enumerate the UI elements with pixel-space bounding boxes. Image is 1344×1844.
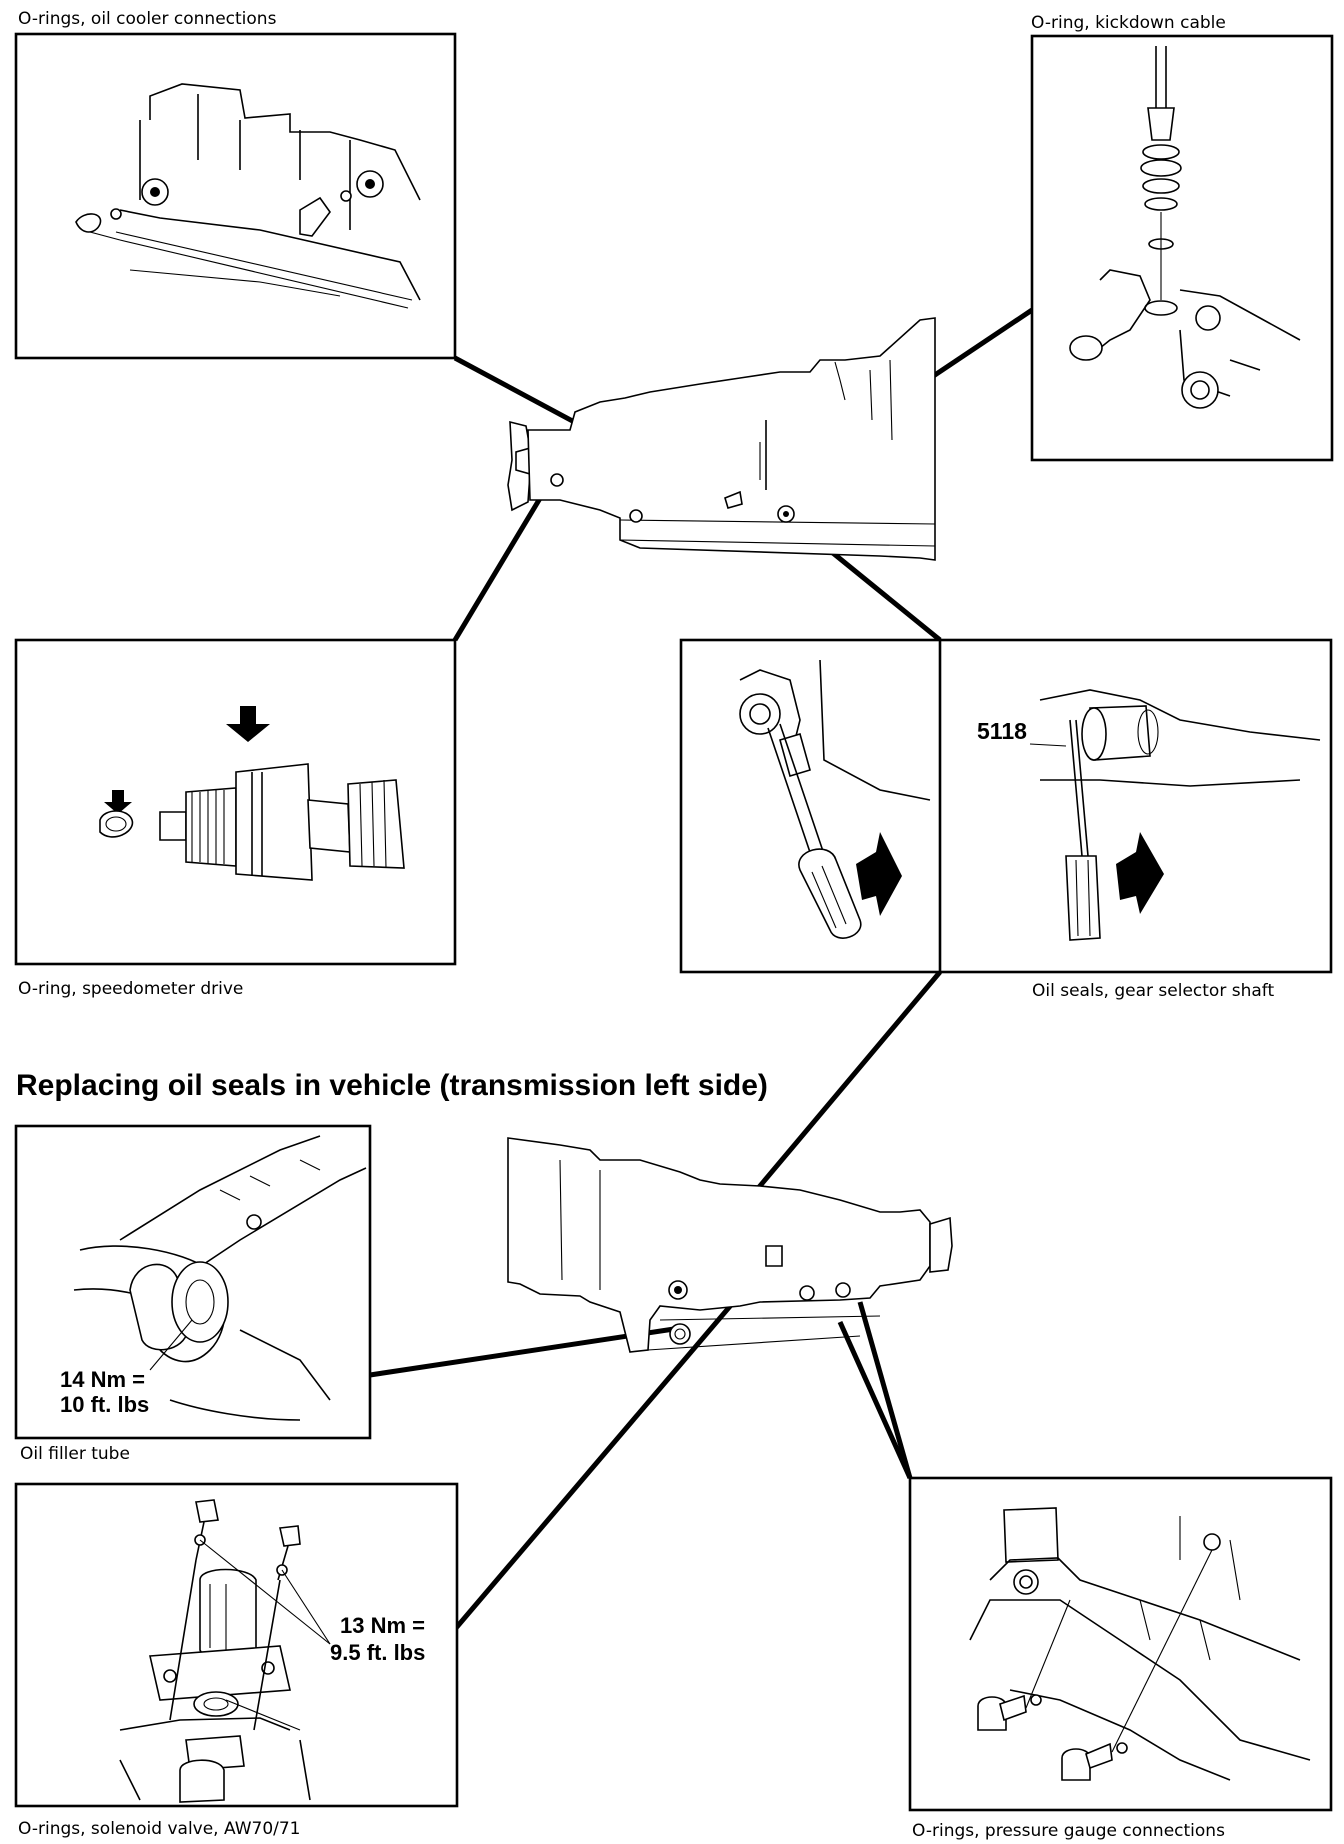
gear-selector-panel [679,638,1333,974]
kickdown-panel [1030,34,1334,462]
kickdown-box [1030,34,1334,462]
solenoid-torque-nm: 13 Nm = [340,1613,425,1638]
pressure-gauge-box [908,1476,1333,1812]
filler-torque-nm: 14 Nm = [60,1367,145,1392]
oil-cooler-panel [14,32,457,360]
caption-kickdown: O-ring, kickdown cable [1031,13,1226,33]
page-heading: Replacing oil seals in vehicle (transmis… [16,1069,768,1102]
caption-solenoid: O-rings, solenoid valve, AW70/71 [18,1819,301,1839]
pressure-gauge-panel [908,1476,1333,1812]
filler-torque-ftlbs: 10 ft. lbs [60,1392,149,1417]
oil-cooler-box [14,32,457,360]
caption-speedometer: O-ring, speedometer drive [18,979,243,999]
transmission-left-side [507,1137,953,1353]
caption-gear-selector: Oil seals, gear selector shaft [1032,981,1274,1001]
transmission-right-side [507,317,936,561]
filler-tube-panel [14,1124,372,1440]
tool-number-label: 5118 [977,718,1027,744]
speedometer-panel [14,638,457,966]
solenoid-torque-ftlbs: 9.5 ft. lbs [330,1640,425,1665]
gear-selector-box [679,638,1333,974]
caption-filler-tube: Oil filler tube [20,1444,130,1464]
caption-pressure-gauge: O-rings, pressure gauge connections [912,1821,1225,1841]
solenoid-panel [14,1482,459,1808]
caption-oil-cooler: O-rings, oil cooler connections [18,9,277,29]
